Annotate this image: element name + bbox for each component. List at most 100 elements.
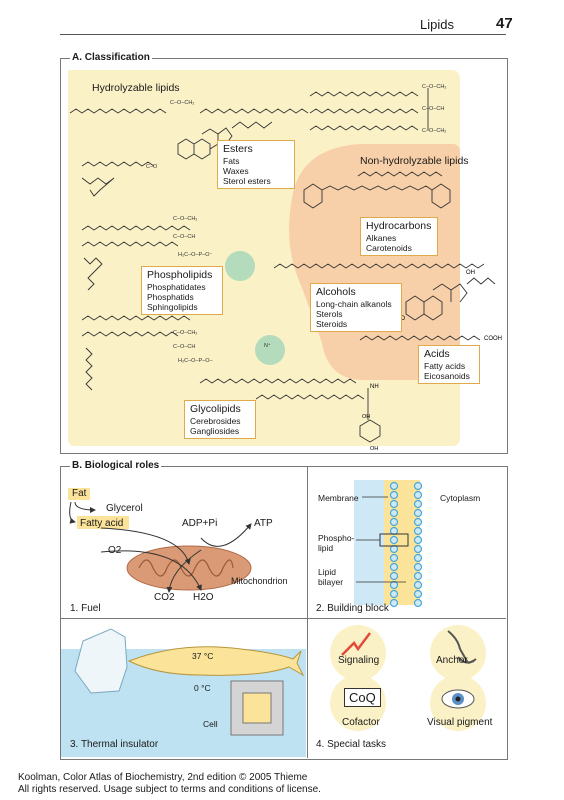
esters-item: Sterol esters <box>223 176 271 186</box>
signaling-icon <box>341 632 371 656</box>
special-tasks-caption: 4. Special tasks <box>316 739 387 750</box>
sugar-oh-label: OH <box>362 414 370 420</box>
phospholipids-item: Sphingolipids <box>147 302 198 312</box>
svg-text:C–O–CH₂: C–O–CH₂ <box>422 128 446 134</box>
fuel-illustration <box>68 488 252 593</box>
anchor-label: Anchor <box>436 655 468 666</box>
svg-text:N⁺: N⁺ <box>264 342 271 349</box>
page-number: 47 <box>496 15 513 32</box>
whale-shape <box>127 646 305 677</box>
thermal-insulator-caption: 3. Thermal insulator <box>70 739 159 750</box>
acids-box: Acids Fatty acids Eicosanoids <box>418 345 480 384</box>
acids-item: Eicosanoids <box>424 371 470 381</box>
warm-temp-label: 37 °C <box>192 651 214 661</box>
mitochondrion-label: Mitochondrion <box>231 576 288 586</box>
adp-label: ADP+Pi <box>182 518 218 529</box>
acids-title: Acids <box>424 348 450 360</box>
building-block-caption: 2. Building block <box>316 603 389 614</box>
fat-highlight <box>68 488 90 500</box>
alcohol-oh-label: OH <box>466 270 475 276</box>
special-tasks-illustration <box>330 625 486 731</box>
acids-item: Fatty acids <box>424 361 466 371</box>
anchor-icon <box>447 630 477 664</box>
hydrocarbons-item: Carotenoids <box>366 243 412 253</box>
acid-cooh-label: COOH <box>484 336 502 342</box>
anchor-circle <box>430 625 486 681</box>
fuel-caption: 1. Fuel <box>70 603 101 614</box>
non-hydrolyzable-lipids-label: Non-hydrolyzable lipids <box>360 155 469 167</box>
visual-pigment-label: Visual pigment <box>427 717 493 728</box>
mitochondrion-shape <box>126 545 252 591</box>
lipid-bilayer-label: Lipid bilayer <box>318 567 344 587</box>
fatty-acid-label: Fatty acid <box>80 518 124 529</box>
choline-group-circle <box>255 335 285 365</box>
building-block-illustration <box>354 480 423 608</box>
fatty-acid-highlight <box>77 516 129 529</box>
footer-license: All rights reserved. Usage subject to te… <box>18 784 321 795</box>
iceberg <box>74 628 128 694</box>
svg-text:H₂C–O–P–O⁻: H₂C–O–P–O⁻ <box>178 252 212 258</box>
phospholipids-box: Phospholipids Phosphatidates Phosphatids… <box>141 266 223 315</box>
alcohols-item: Sterols <box>316 309 343 319</box>
biological-roles-panel <box>60 466 508 760</box>
cold-temp-label: 0 °C <box>194 683 211 693</box>
esters-item: Fats <box>223 156 240 166</box>
section-a-title: A. Classification <box>70 52 152 63</box>
header-rule <box>60 34 506 35</box>
o2-label: O2 <box>108 545 122 556</box>
classification-panel <box>60 58 508 454</box>
membrane-label: Membrane <box>318 493 359 503</box>
esters-title: Esters <box>223 143 253 155</box>
cell-label: Cell <box>203 719 218 729</box>
alcohols-title: Alcohols <box>316 286 356 298</box>
hydrolyzable-lipids-label: Hydrolyzable lipids <box>92 82 180 94</box>
hydrocarbons-title: Hydrocarbons <box>366 220 432 232</box>
page-header-title: Lipids <box>420 17 454 32</box>
phospholipid-label: Phospho- lipid <box>318 533 355 553</box>
glycolipid-nh-label: NH <box>370 384 379 390</box>
cytoplasm-label: Cytoplasm <box>440 493 481 503</box>
glycolipids-item: Cerebrosides <box>190 416 241 426</box>
hydrocarbons-box: Hydrocarbons Alkanes Carotenoids <box>360 217 438 256</box>
svg-text:C–O: C–O <box>146 164 158 170</box>
esters-item: Waxes <box>223 166 249 176</box>
svg-text:C–O–CH: C–O–CH <box>422 106 444 112</box>
svg-text:C–O–CH₂: C–O–CH₂ <box>170 100 194 106</box>
cell-shape <box>230 680 284 736</box>
phospholipids-title: Phospholipids <box>147 269 213 281</box>
glycolipids-item: Gangliosides <box>190 426 240 436</box>
section-b-title: B. Biological roles <box>70 460 162 471</box>
signaling-label: Signaling <box>338 655 380 666</box>
panel-vertical-divider <box>307 466 308 758</box>
glycolipids-box: Glycolipids Cerebrosides Gangliosides <box>184 400 256 439</box>
thermal-insulator-illustration <box>61 628 306 757</box>
sugar-ring <box>359 419 381 443</box>
alcohols-box: Alcohols Long-chain alkanols Sterols Ste… <box>310 283 402 332</box>
svg-text:C–O–CH: C–O–CH <box>173 344 195 350</box>
co2-label: CO2 <box>154 592 175 603</box>
glycerol-label: Glycerol <box>106 503 143 514</box>
classification-illustration: C–O–CH₂ C–O–CH H₂C–O–P–O⁻ C–O–CH₂ C–O–CH… <box>68 70 502 452</box>
sugar-oh-bottom-label: OH <box>370 446 378 452</box>
atp-label: ATP <box>254 518 273 529</box>
cofactor-label: Cofactor <box>342 717 380 728</box>
alcohols-item: Long-chain alkanols <box>316 299 392 309</box>
coq-box: CoQ <box>344 688 381 707</box>
panel-horizontal-divider <box>60 618 506 619</box>
alcohols-item: Steroids <box>316 319 348 329</box>
fat-label: Fat <box>72 488 87 499</box>
glycolipids-title: Glycolipids <box>190 403 241 415</box>
svg-text:C–O–CH₂: C–O–CH₂ <box>173 216 197 222</box>
phospholipids-item: Phosphatids <box>147 292 194 302</box>
footer-copyright: Koolman, Color Atlas of Biochemistry, 2n… <box>18 772 308 783</box>
phosphate-group-circle <box>225 251 255 281</box>
svg-text:C–O–CH: C–O–CH <box>173 234 195 240</box>
svg-text:C–O–CH₂: C–O–CH₂ <box>173 330 197 336</box>
esters-box: Esters Fats Waxes Sterol esters <box>217 140 295 189</box>
phospholipids-item: Phosphatidates <box>147 282 206 292</box>
h2o-label: H2O <box>193 592 214 603</box>
hydrocarbons-item: Alkanes <box>366 233 397 243</box>
svg-text:H₂C–O–P–O–: H₂C–O–P–O– <box>178 358 213 364</box>
svg-text:C–O–CH₂: C–O–CH₂ <box>422 84 446 90</box>
membrane-shade <box>354 480 384 605</box>
